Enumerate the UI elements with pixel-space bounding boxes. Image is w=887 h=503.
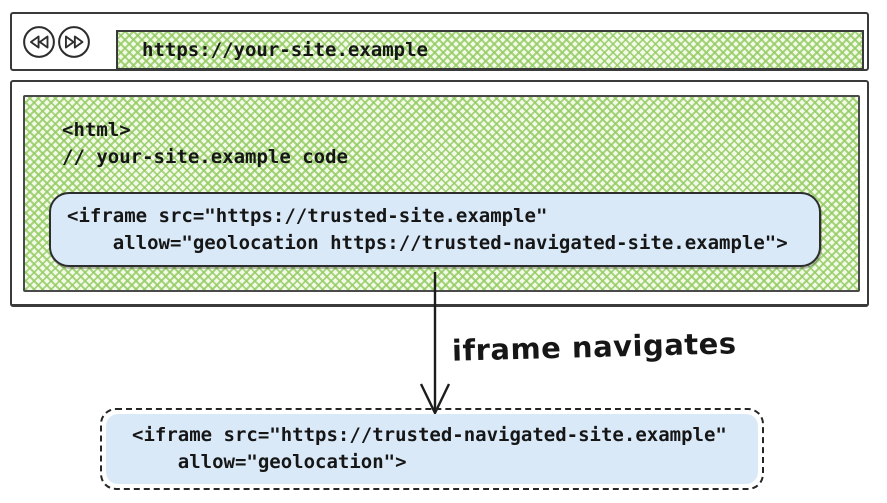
iframe-snippet-line2: allow="geolocation https://trusted-navig…: [67, 231, 788, 254]
arrow-label: iframe navigates: [451, 326, 737, 368]
code-line-html-tag: <html>: [62, 119, 131, 141]
code-line-comment: // your-site.example code: [62, 146, 348, 168]
url-bar[interactable]: https://your-site.example: [116, 30, 864, 70]
navigated-iframe-line2: allow="geolocation">: [132, 451, 407, 473]
navigated-iframe-snippet: <iframe src="https://trusted-navigated-s…: [106, 414, 758, 484]
rewind-double-arrow-icon: [22, 25, 56, 59]
nav-buttons: [22, 25, 91, 59]
page-content-area: <html> // your-site.example code <iframe…: [23, 95, 860, 292]
navigated-iframe-line1: <iframe src="https://trusted-navigated-s…: [132, 424, 727, 446]
page-source-code: <html> // your-site.example code: [62, 117, 348, 171]
iframe-snippet-line1: <iframe src="https://trusted-site.exampl…: [67, 204, 548, 227]
browser-chrome-bar: https://your-site.example: [10, 12, 869, 71]
browser-window: <html> // your-site.example code <iframe…: [10, 80, 869, 307]
url-text: https://your-site.example: [142, 39, 428, 61]
navigated-iframe-box: <iframe src="https://trusted-navigated-s…: [100, 408, 764, 490]
fast-forward-double-arrow-icon: [57, 25, 91, 59]
navigation-arrow: [412, 270, 458, 420]
forward-button[interactable]: [57, 25, 91, 59]
iframe-snippet-box: <iframe src="https://trusted-site.exampl…: [49, 192, 821, 267]
back-button[interactable]: [22, 25, 56, 59]
